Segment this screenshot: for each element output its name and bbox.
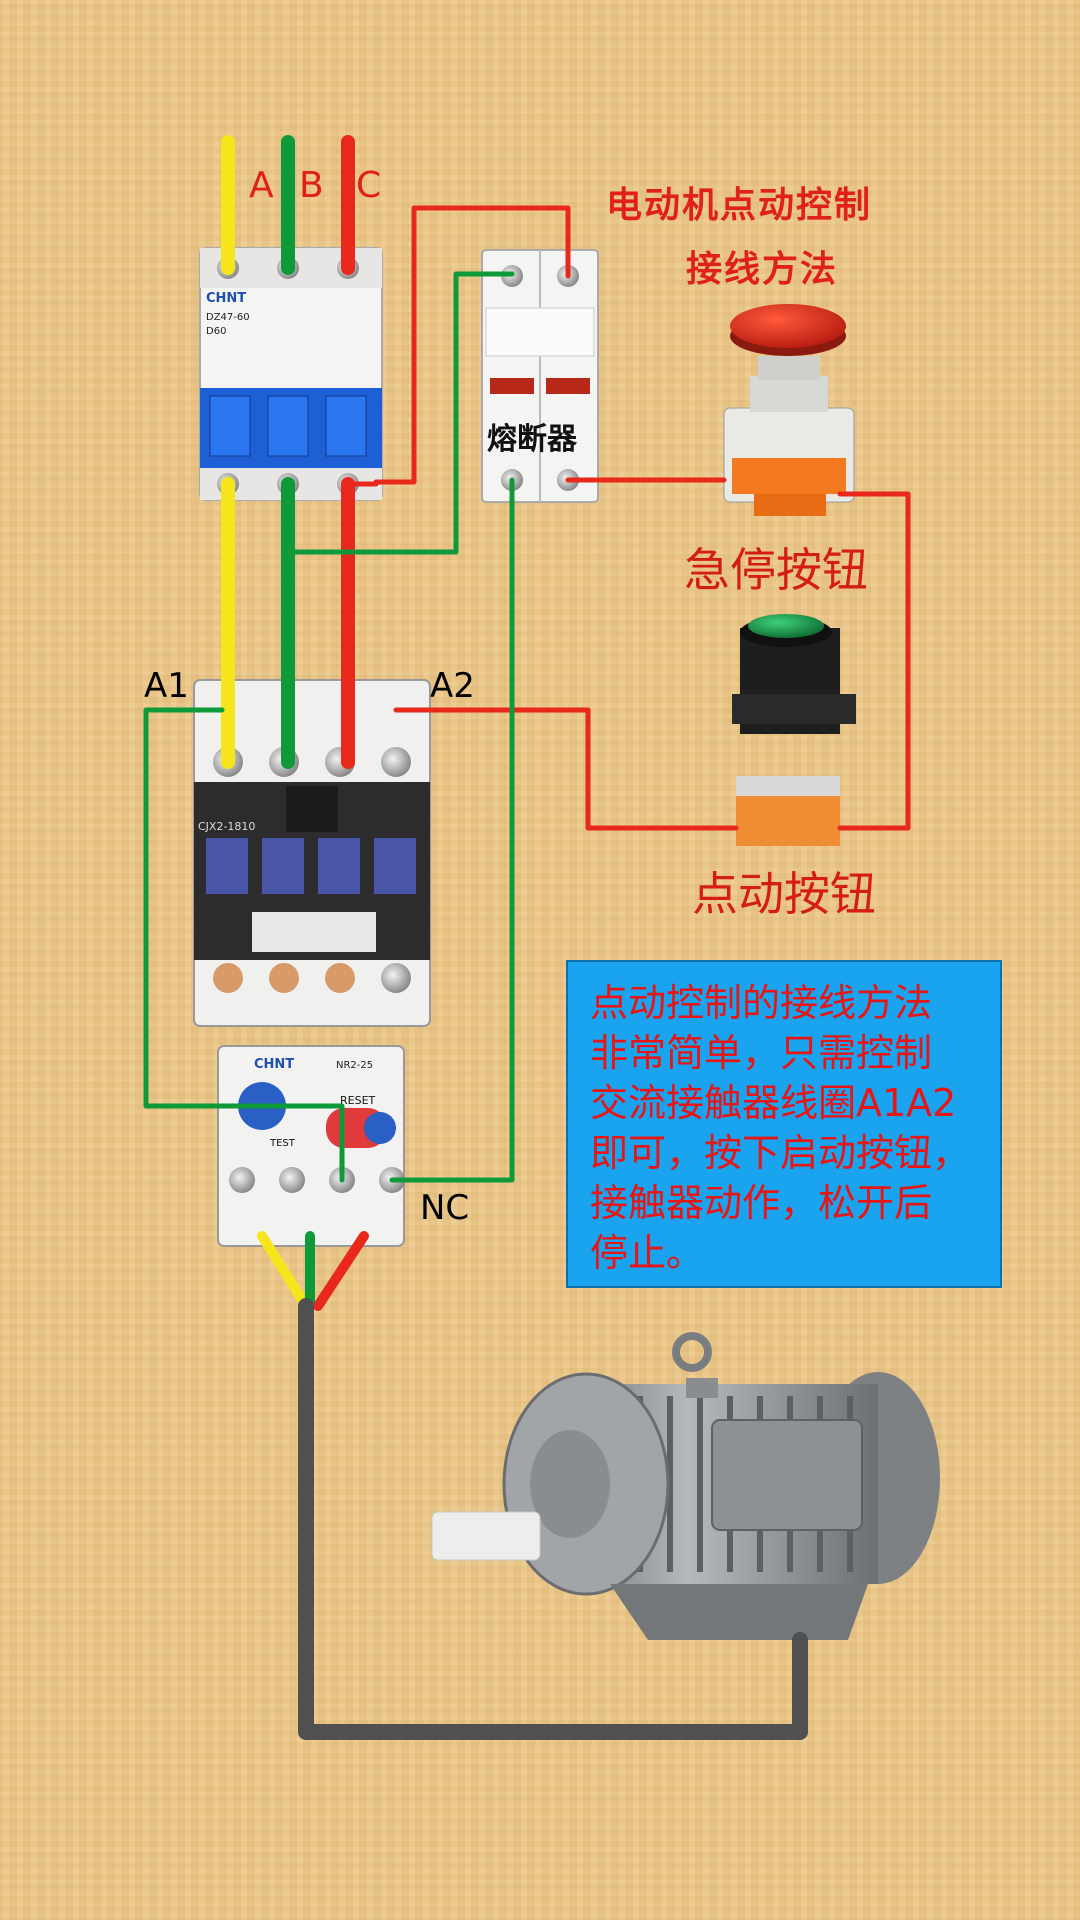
motor-lead-a [257,1231,311,1311]
a1-to-relay [143,707,345,1183]
phase-a-label: A [249,165,274,206]
estop-to-jog [837,491,911,831]
relay-reset-text: RESET [340,1094,376,1107]
control-tap-b [285,271,515,555]
title-line-1: 电动机点动控制 [606,184,873,226]
title-line-2: 接线方法 [686,248,839,290]
relay-model-text: NR2-25 [336,1060,373,1071]
phase-b-label: B [299,165,324,206]
thermal-overload-relay: CHNT NR2-25 RESET TEST [217,1045,405,1247]
terminal-nc-label: NC [420,1188,470,1228]
fuse-label: 熔断器 [487,422,577,457]
info-line-4: 即可，按下启动按钮， [590,1131,971,1175]
control-tap-c [345,205,571,487]
jog-to-a2 [393,707,739,831]
emergency-stop-button [723,304,855,516]
info-line-3: 交流接触器线圈A1A2 [590,1081,957,1125]
fuse-holder [481,249,599,503]
breaker-model-text: DZ47-60 [206,312,250,323]
terminal-a2-label: A2 [430,666,475,706]
info-line-5: 接触器动作，松开后 [590,1181,933,1225]
relay-nc-to-fuse [389,477,515,1183]
relay-test-text: TEST [269,1138,296,1149]
wires [143,135,911,1740]
jog-button [732,614,856,846]
circuit-breaker: CHNT DZ47-60 D60 [199,247,383,501]
terminal-a1-label: A1 [144,666,189,706]
info-line-1: 点动控制的接线方法 [590,981,933,1025]
ac-contactor: CJX2-1810 [193,679,431,1027]
jog-caption: 点动按钮 [692,867,876,921]
contactor-model-text: CJX2-1810 [198,820,255,833]
info-line-6: 停止。 [590,1231,705,1275]
relay-brand-text: CHNT [254,1057,294,1072]
info-box: 点动控制的接线方法 非常简单，只需控制 交流接触器线圈A1A2 即可，按下启动按… [566,960,1002,1288]
info-line-2: 非常简单，只需控制 [590,1031,933,1075]
breaker-brand-text: CHNT [206,291,246,306]
three-phase-motor [431,1332,940,1640]
breaker-rating-text: D60 [206,326,226,337]
estop-caption: 急停按钮 [684,543,868,597]
motor-lead-c [313,1231,369,1311]
phase-c-label: C [356,165,382,206]
motor-cable [298,1298,808,1740]
